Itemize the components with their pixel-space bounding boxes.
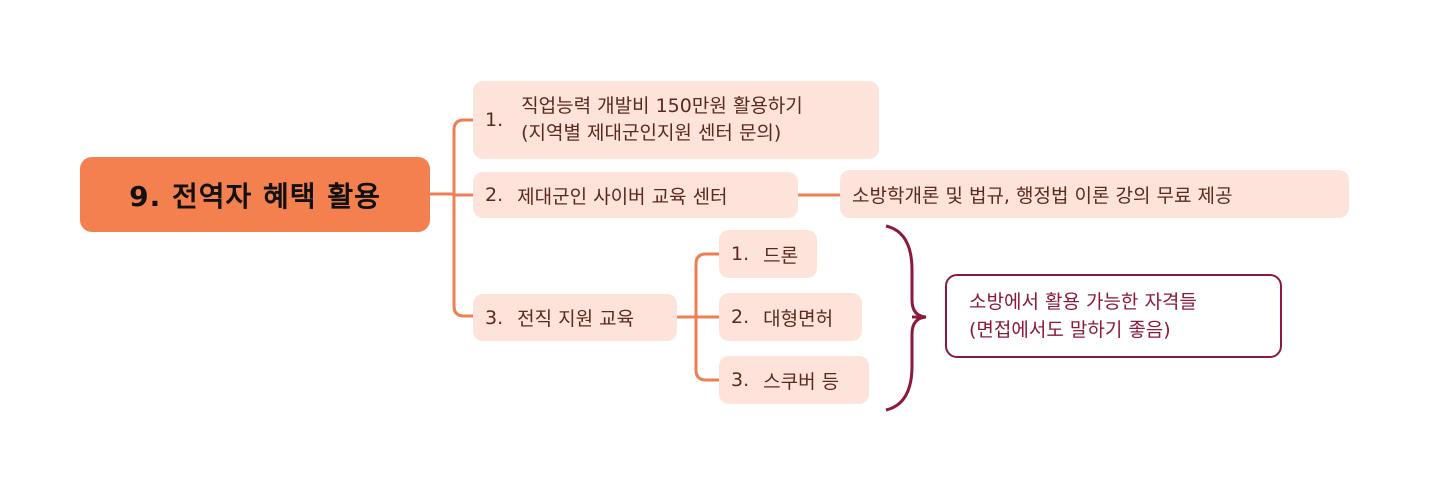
branch-topic-2[interactable]: 2. 제대군인 사이버 교육 센터 [473, 172, 798, 218]
root-topic-label: 9. 전역자 혜택 활용 [129, 179, 381, 213]
subtopic-drone[interactable]: 1. 드론 [719, 230, 817, 278]
branch-topic-1[interactable]: 1. 직업능력 개발비 150만원 활용하기 (지역별 제대군인지원 센터 문의… [473, 81, 879, 159]
branch-text: 직업능력 개발비 150만원 활용하기 (지역별 제대군인지원 센터 문의) [521, 93, 803, 147]
branch-topic-3[interactable]: 3. 전직 지원 교육 [473, 294, 677, 341]
summary-callout[interactable]: 소방에서 활용 가능한 자격들 (면접에서도 말하기 좋음) [945, 274, 1282, 358]
summary-line: 소방에서 활용 가능한 자격들 [969, 291, 1197, 313]
summary-line: (면접에서도 말하기 좋음) [969, 319, 1171, 341]
branch-label: 전직 지원 교육 [517, 308, 635, 330]
subtrunk-connector [694, 252, 719, 382]
subtopic-number: 3. [731, 369, 750, 391]
subtopic-label: 대형면허 [763, 307, 834, 330]
subtopic-number: 2. [731, 306, 750, 328]
branch-text-line: 직업능력 개발비 150만원 활용하기 [521, 95, 803, 117]
branch-number: 2. [485, 184, 504, 206]
subtopic-scuba[interactable]: 3. 스쿠버 등 [719, 356, 869, 404]
subtopic-number: 1. [731, 243, 750, 265]
branch-number: 3. [485, 306, 504, 329]
subtopic-large-license[interactable]: 2. 대형면허 [719, 293, 862, 341]
branch-label: 제대군인 사이버 교육 센터 [517, 185, 728, 208]
branch-text-line: (지역별 제대군인지원 센터 문의) [521, 122, 782, 144]
leaf-label: 소방학개론 및 법규, 행정법 이론 강의 무료 제공 [852, 184, 1233, 207]
root-topic[interactable]: 9. 전역자 혜택 활용 [80, 157, 430, 232]
branch-number: 1. [485, 109, 504, 131]
trunk-connector [452, 118, 473, 318]
subtopic-label: 스쿠버 등 [763, 370, 840, 393]
subtopic-label: 드론 [763, 244, 799, 267]
leaf-topic-cyber-lectures[interactable]: 소방학개론 및 법규, 행정법 이론 강의 무료 제공 [840, 170, 1349, 218]
